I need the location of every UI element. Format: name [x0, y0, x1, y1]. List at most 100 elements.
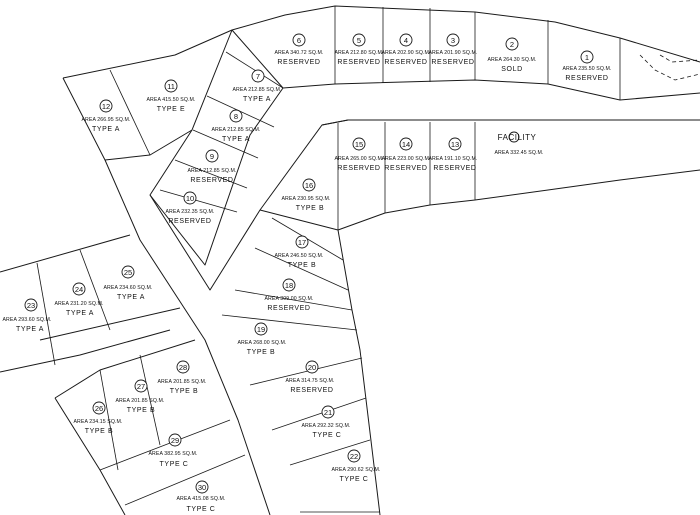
lot-14: 14 AREA 223.00 SQ.M. RESERVED	[382, 137, 431, 172]
lot-status: TYPE A	[117, 294, 145, 301]
lot-area: AREA 415.08 SQ.M.	[177, 496, 226, 502]
lot-number: 6	[297, 36, 301, 45]
lot-status: TYPE C	[160, 461, 189, 468]
lot-27: 27 AREA 201.85 SQ.M. TYPE B	[116, 379, 164, 414]
lot-status: TYPE E	[157, 106, 186, 113]
lot-number: 19	[257, 325, 265, 334]
lot-17: 17 AREA 246.50 SQ.M. TYPE B	[275, 235, 323, 269]
lot-status: TYPE A	[243, 96, 271, 103]
lot-status: RESERVED	[290, 387, 333, 394]
lot-status: RESERVED	[277, 59, 320, 66]
lot-9: 9 AREA 212.85 SQ.M. RESERVED	[188, 149, 236, 184]
lot-13: 13 AREA 191.10 SQ.M. RESERVED	[429, 137, 478, 172]
lot-26: 26 AREA 234.15 SQ.M. TYPE B	[74, 401, 123, 435]
lot-number: 16	[305, 181, 313, 190]
lot-status: TYPE B	[170, 388, 199, 395]
lot-area: AREA 382.95 SQ.M.	[149, 451, 198, 457]
lot-24: 24 AREA 231.20 SQ.M. TYPE A	[55, 282, 104, 317]
lot-area: AREA 201.90 SQ.M.	[429, 50, 478, 56]
lot-12: 12 AREA 266.95 SQ.M. TYPE A	[82, 99, 130, 133]
lot-area: AREA 212.80 SQ.M.	[335, 50, 384, 56]
lot-number: 11	[167, 82, 175, 91]
lot-status: RESERVED	[337, 165, 380, 172]
lot-number: 28	[179, 363, 187, 372]
lot-labels: 1 AREA 235.50 SQ.M. RESERVED 2 AREA 264.…	[3, 33, 612, 513]
lot-30: 30 AREA 415.08 SQ.M. TYPE C	[177, 480, 226, 513]
lot-5: 5 AREA 212.80 SQ.M. RESERVED	[335, 33, 384, 66]
lot-area: AREA 264.30 SQ.M.	[488, 57, 537, 63]
lot-number: 7	[256, 72, 260, 81]
lot-15: 15 AREA 265.00 SQ.M. RESERVED	[335, 137, 384, 172]
lot-23: 23 AREA 293.60 SQ.M. TYPE A	[3, 298, 52, 333]
lot-area: AREA 293.60 SQ.M.	[3, 317, 52, 323]
lot-status: TYPE B	[296, 205, 325, 212]
facility-area: AREA 332.45 SQ.M.	[495, 150, 544, 156]
lot-status: RESERVED	[168, 218, 211, 225]
lot-number: 25	[124, 268, 132, 277]
lot-status: TYPE A	[222, 136, 250, 143]
lot-status: TYPE C	[187, 506, 216, 513]
lot-number: 3	[451, 36, 455, 45]
lot-status: TYPE A	[92, 126, 120, 133]
lot-number: 15	[355, 140, 363, 149]
plan-linework	[0, 5, 700, 515]
lot-number: 12	[102, 102, 110, 111]
lot-number: 30	[198, 483, 206, 492]
lot-number: 2	[510, 40, 514, 49]
lot-25: 25 AREA 234.60 SQ.M. TYPE A	[104, 265, 152, 301]
lot-status: TYPE A	[16, 326, 44, 333]
lot-area: AREA 309.00 SQ.M.	[265, 296, 314, 302]
lot-19: 19 AREA 268.00 SQ.M. TYPE B	[238, 322, 287, 356]
lot-area: AREA 212.85 SQ.M.	[233, 87, 282, 93]
lot-area: AREA 191.10 SQ.M.	[429, 156, 478, 162]
lot-number: 17	[298, 238, 306, 247]
lot-number: 26	[95, 404, 103, 413]
lot-number: 4	[404, 36, 408, 45]
lot-status: TYPE B	[247, 349, 276, 356]
lot-status: RESERVED	[267, 305, 310, 312]
lot-status: TYPE B	[288, 262, 317, 269]
lot-number: 8	[234, 112, 238, 121]
lot-status: RESERVED	[431, 59, 474, 66]
lot-10: 10 AREA 232.35 SQ.M. RESERVED	[166, 191, 214, 225]
lot-area: AREA 268.00 SQ.M.	[238, 340, 287, 346]
lot-area: AREA 230.95 SQ.M.	[282, 196, 331, 202]
lot-area: AREA 265.00 SQ.M.	[335, 156, 384, 162]
lot-status: RESERVED	[433, 165, 476, 172]
lot-number: 23	[27, 301, 35, 310]
lot-area: AREA 415.50 SQ.M.	[147, 97, 196, 103]
lot-22: 22 AREA 290.62 SQ.M. TYPE C	[332, 449, 381, 483]
lot-status: TYPE C	[340, 476, 369, 483]
lot-28: 28 AREA 201.85 SQ.M. TYPE B	[158, 360, 207, 395]
lot-status: SOLD	[501, 66, 522, 73]
lot-status: TYPE A	[66, 310, 94, 317]
lot-area: AREA 223.00 SQ.M.	[382, 156, 431, 162]
lot-number: 10	[186, 194, 194, 203]
lot-area: AREA 212.85 SQ.M.	[212, 127, 261, 133]
lot-number: 9	[210, 152, 214, 161]
lot-20: 20 AREA 314.75 SQ.M. RESERVED	[286, 360, 335, 394]
lot-area: AREA 201.85 SQ.M.	[158, 379, 207, 385]
lot-11: 11 AREA 415.50 SQ.M. TYPE E	[147, 79, 196, 113]
lot-area: AREA 231.20 SQ.M.	[55, 301, 104, 307]
lot-number: 14	[402, 140, 410, 149]
lot-area: AREA 290.62 SQ.M.	[332, 467, 381, 473]
lot-number: 18	[285, 281, 293, 290]
lot-area: AREA 234.15 SQ.M.	[74, 419, 123, 425]
lot-area: AREA 292.32 SQ.M.	[302, 423, 351, 429]
lot-area: AREA 314.75 SQ.M.	[286, 378, 335, 384]
lot-21: 21 AREA 292.32 SQ.M. TYPE C	[302, 405, 351, 439]
lot-6: 6 AREA 340.72 SQ.M. RESERVED	[275, 33, 323, 66]
lot-29: 29 AREA 382.95 SQ.M. TYPE C	[149, 433, 198, 468]
lot-status: RESERVED	[337, 59, 380, 66]
lot-number: 13	[451, 140, 459, 149]
lot-number: 1	[585, 53, 589, 62]
lot-8: 8 AREA 212.85 SQ.M. TYPE A	[212, 109, 261, 143]
lot-7: 7 AREA 212.85 SQ.M. TYPE A	[233, 69, 282, 103]
lot-number: 29	[171, 436, 179, 445]
lot-number: 21	[324, 408, 332, 417]
facility-lot: FACILITY AREA 332.45 SQ.M.	[495, 131, 544, 156]
lot-number: 5	[357, 36, 361, 45]
lot-area: AREA 235.50 SQ.M.	[563, 66, 612, 72]
facility-label: FACILITY	[498, 133, 537, 142]
